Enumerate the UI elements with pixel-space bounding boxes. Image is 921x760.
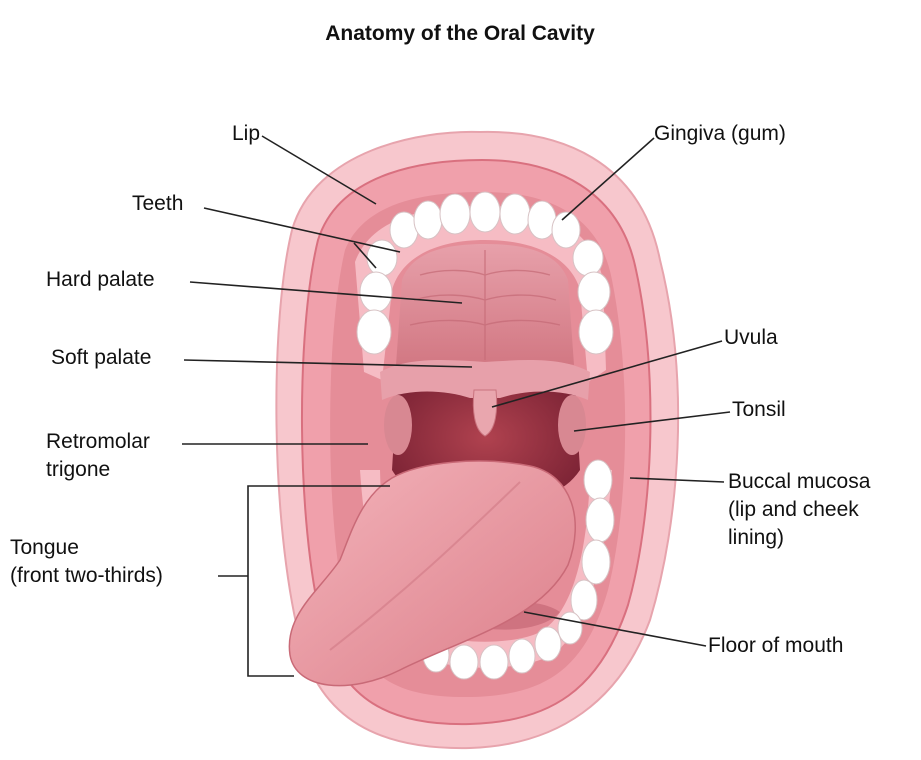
right-tonsil [558, 395, 586, 455]
label-lip: Lip [232, 122, 260, 145]
label-floor: Floor of mouth [708, 634, 843, 657]
label-gingiva: Gingiva (gum) [654, 122, 786, 145]
label-uvula: Uvula [724, 326, 778, 349]
diagram-title: Anatomy of the Oral Cavity [325, 22, 595, 45]
label-soft-palate: Soft palate [51, 346, 151, 369]
label-tongue-1: Tongue [10, 536, 79, 559]
mouth-illustration [276, 132, 678, 748]
label-hard-palate: Hard palate [46, 268, 155, 291]
label-buccal-1: Buccal mucosa [728, 470, 871, 493]
label-retromolar-2: trigone [46, 458, 110, 481]
label-tonsil: Tonsil [732, 398, 786, 421]
label-tongue-2: (front two-thirds) [10, 564, 163, 587]
label-buccal-3: lining) [728, 526, 784, 549]
label-buccal-2: (lip and cheek [728, 498, 859, 521]
left-tonsil [384, 395, 412, 455]
label-teeth: Teeth [132, 192, 183, 215]
label-retromolar-1: Retromolar [46, 430, 150, 453]
